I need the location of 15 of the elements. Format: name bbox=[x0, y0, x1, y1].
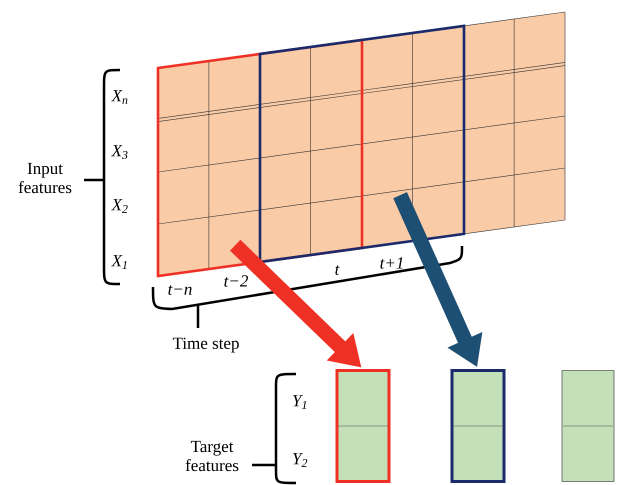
axis-label: Y$_{2}$ bbox=[293, 453, 308, 467]
axis-label: X$_{3}$ bbox=[111, 145, 128, 159]
axis-label: Input features bbox=[18, 162, 72, 194]
axis-label: Target features bbox=[186, 440, 238, 472]
axis-label: X$_{2}$ bbox=[111, 199, 128, 213]
axis-label: t bbox=[335, 265, 340, 275]
target-column bbox=[450, 369, 506, 483]
axis-label: Y$_{1}$ bbox=[293, 395, 306, 409]
target-column bbox=[336, 369, 390, 483]
axis-label: X$_{n}$ bbox=[111, 90, 128, 104]
axis-label: t+1 bbox=[380, 257, 403, 269]
target-column bbox=[562, 370, 614, 482]
axis-label: t−2 bbox=[224, 275, 248, 287]
axis-label: X$_{1}$ bbox=[111, 255, 127, 269]
axis-label: Time step bbox=[172, 338, 239, 352]
